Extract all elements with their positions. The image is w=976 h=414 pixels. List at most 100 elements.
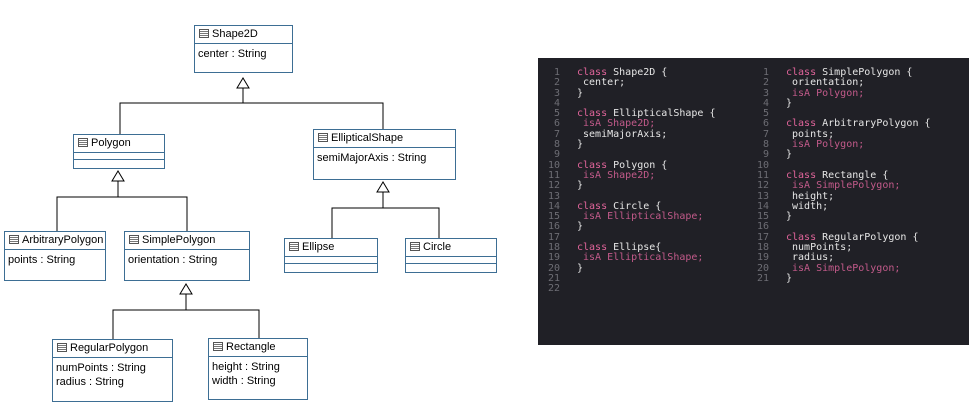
code-text: class RegularPolygon { (786, 231, 918, 243)
class-shape2d-name: Shape2D (212, 28, 258, 40)
code-text: semiMajorAxis; (577, 128, 668, 140)
code-line: 19 radius; (747, 252, 969, 264)
generalization-shape2d (119, 77, 384, 145)
keyword-class: class (786, 118, 817, 130)
class-declaration: EllipticalShape { (607, 108, 716, 120)
line-number: 1 (762, 67, 769, 78)
code-statement: } (577, 87, 584, 99)
line-number: 8 (553, 139, 560, 151)
class-circle[interactable]: Circle (405, 238, 497, 273)
code-text: radius; (786, 253, 834, 263)
code-text: isA SimplePolygon; (786, 181, 900, 191)
keyword-class: class (786, 231, 817, 243)
line-number: 2 (762, 77, 769, 89)
class-icon (78, 138, 88, 147)
isa-statement: isA Shape2D; (577, 169, 656, 181)
code-statement: semiMajorAxis; (577, 128, 668, 140)
generalization-ellipticalshape (331, 181, 440, 240)
code-line: 16} (538, 221, 748, 233)
code-text: class Rectangle { (786, 170, 888, 181)
attribute: numPoints : String (56, 362, 146, 374)
code-text: isA Shape2D; (577, 169, 656, 181)
attribute: width : String (212, 375, 276, 387)
class-ellipticalshape-name: EllipticalShape (331, 132, 404, 144)
attribute: height : String (212, 361, 280, 373)
class-rectangle[interactable]: Rectangle height : String width : String (208, 338, 308, 400)
code-text: class Shape2D { (577, 67, 668, 78)
class-icon (129, 235, 139, 244)
line-number: 14 (547, 200, 560, 212)
line-number: 3 (762, 87, 769, 99)
code-line: 18 numPoints; (747, 242, 969, 254)
class-arbitrarypolygon-header: ArbitraryPolygon (5, 232, 105, 250)
class-shape2d[interactable]: Shape2D center : String (194, 25, 293, 73)
class-icon (289, 242, 299, 251)
line-number: 17 (756, 231, 769, 243)
line-number: 11 (547, 169, 560, 181)
line-number: 4 (762, 97, 769, 109)
keyword-class: class (786, 67, 817, 78)
code-text: isA Polygon; (786, 88, 864, 99)
class-ellipticalshape[interactable]: EllipticalShape semiMajorAxis : String (313, 129, 456, 180)
line-number: 10 (547, 159, 560, 171)
line-number: 18 (547, 242, 560, 254)
class-declaration: SimplePolygon { (816, 67, 913, 78)
code-text: height; (786, 191, 834, 202)
class-declaration: Shape2D { (607, 67, 668, 78)
keyword-class: class (577, 159, 608, 171)
code-statement: } (577, 262, 584, 274)
line-number: 12 (756, 180, 769, 192)
code-line: 14 width; (747, 201, 969, 212)
line-number: 20 (756, 262, 769, 274)
code-text: } (786, 150, 792, 160)
class-simplepolygon-header: SimplePolygon (125, 232, 249, 250)
class-arbitrarypolygon[interactable]: ArbitraryPolygon points : String (4, 231, 106, 281)
code-line: 12} (538, 180, 748, 191)
code-line: 13 height; (747, 191, 969, 202)
code-line: 15} (747, 211, 969, 222)
code-text: isA Polygon; (786, 139, 864, 150)
code-statement: numPoints; (786, 242, 853, 254)
class-shape2d-attributes: center : String (195, 44, 292, 63)
code-text: class Polygon { (577, 159, 667, 171)
code-statement: } (577, 221, 584, 233)
line-number: 19 (756, 252, 769, 264)
code-line: 21} (747, 273, 969, 284)
class-ellipse[interactable]: Ellipse (284, 238, 378, 273)
class-polygon-header: Polygon (74, 135, 164, 153)
class-regularpolygon[interactable]: RegularPolygon numPoints : String radius… (52, 339, 173, 402)
code-line: 4 (538, 98, 748, 109)
isa-statement: isA EllipticalShape; (577, 252, 704, 264)
code-line: 3} (538, 87, 748, 99)
class-polygon[interactable]: Polygon (73, 134, 165, 169)
class-circle-name: Circle (423, 241, 452, 253)
code-text: } (786, 98, 792, 109)
class-regularpolygon-header: RegularPolygon (53, 340, 172, 358)
line-number: 19 (547, 252, 560, 264)
code-text: center; (577, 78, 625, 88)
line-number: 16 (756, 221, 769, 233)
class-rectangle-header: Rectangle (209, 339, 307, 357)
generalization-simplepolygon (112, 283, 260, 340)
code-line: 10 (747, 160, 969, 171)
code-text: orientation; (786, 78, 864, 88)
code-line: 20} (538, 262, 748, 274)
code-line: 4} (747, 97, 969, 109)
generalization-polygon (56, 170, 188, 233)
code-line: 8} (538, 139, 748, 151)
code-text: } (577, 262, 584, 274)
class-simplepolygon[interactable]: SimplePolygon orientation : String (124, 231, 250, 281)
isa-statement: isA EllipticalShape; (577, 211, 704, 223)
class-regularpolygon-attributes: numPoints : String radius : String (53, 358, 172, 391)
class-icon (9, 235, 19, 244)
line-number: 8 (762, 139, 769, 151)
code-line: 9} (747, 150, 969, 161)
keyword-class: class (577, 200, 608, 212)
code-statement: points; (786, 128, 835, 140)
class-icon (318, 133, 328, 142)
